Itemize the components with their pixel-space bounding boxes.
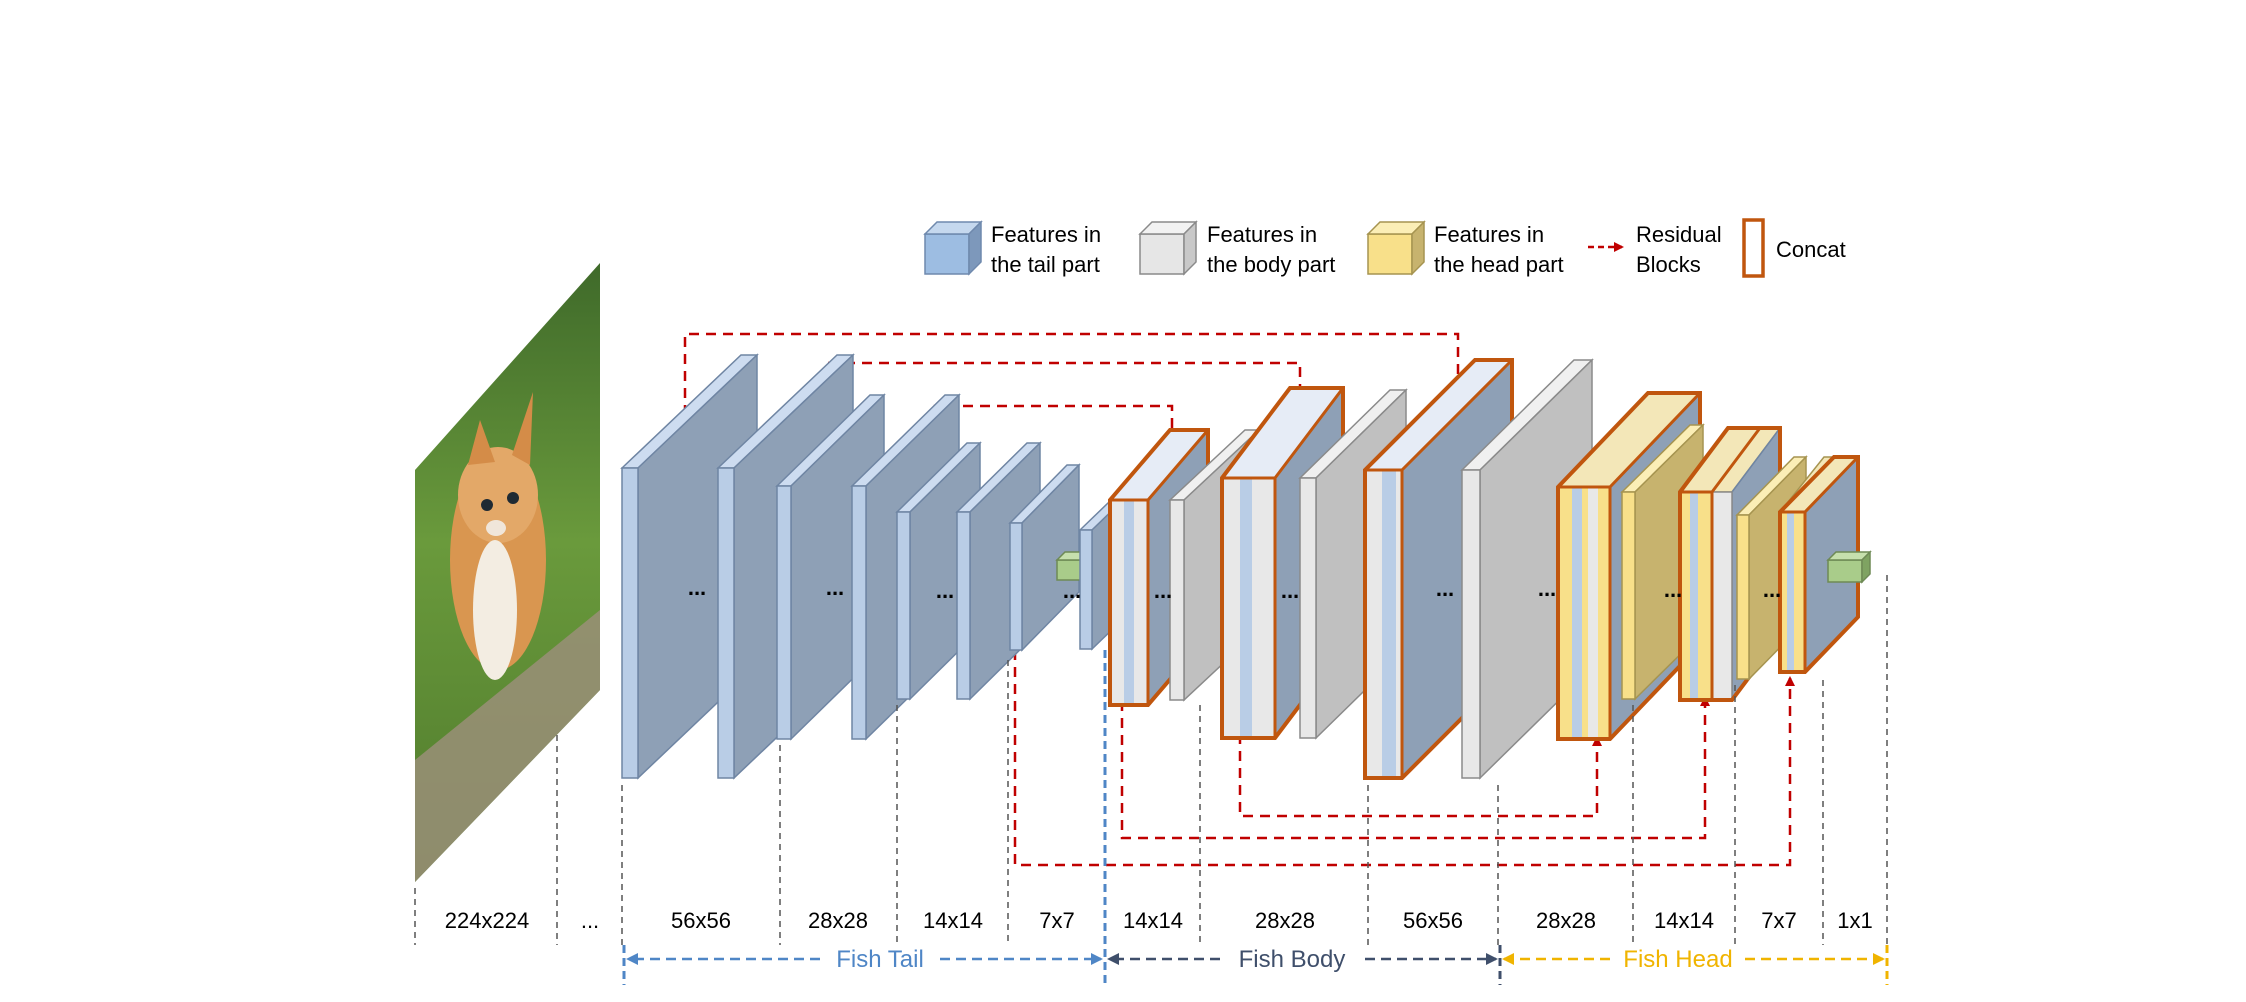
resolution-head-7: 7x7 [1761,908,1796,933]
resolution-tail-28: 28x28 [808,908,868,933]
ellipsis-body-56-b: ... [1538,576,1556,601]
fish-tail-blocks [620,353,1093,780]
section-fish-tail: Fish Tail [836,946,924,973]
legend-tail-cube-icon [923,220,983,276]
legend-body-label-2: the body part [1207,252,1335,277]
ellipsis-head-28: ... [1664,577,1682,602]
fish-body-blocks [1078,358,1594,780]
resolution-head-14: 14x14 [1654,908,1714,933]
resolution-head-28: 28x28 [1536,908,1596,933]
ellipsis-tail-14: ... [936,578,954,603]
head-concat-14 [1678,425,1782,703]
legend-tail-label-1: Features in [991,222,1101,247]
ellipsis-body-28: ... [1281,578,1299,603]
section-fish-head: Fish Head [1623,946,1732,973]
resolution-tail-14: 14x14 [923,908,983,933]
legend-head-label-2: the head part [1434,252,1564,277]
resolution-tail-7: 7x7 [1039,908,1074,933]
resolution-tail-56: 56x56 [671,908,731,933]
resolution-labels: 224x224 ... 56x56 28x28 14x14 7x7 14x14 … [445,908,1873,933]
resolution-dividers [414,575,1888,945]
legend-concat-label: Concat [1776,237,1846,262]
block-ellipses: ... ... ... ... ... ... ... ... ... ... [688,575,1781,603]
ellipsis-head-14: ... [1763,577,1781,602]
legend-body-cube-icon [1138,220,1198,276]
legend-residual-label-2: Blocks [1636,252,1701,277]
ellipsis-tail-56: ... [688,575,706,600]
legend-residual-label-1: Residual [1636,222,1722,247]
head-green-vector [1826,550,1872,584]
input-image [415,263,600,882]
fish-head-blocks [1556,391,1872,741]
legend-head-label-1: Features in [1434,222,1544,247]
resolution-body-14: 14x14 [1123,908,1183,933]
resolution-body-56: 56x56 [1403,908,1463,933]
legend-tail-label-2: the tail part [991,252,1100,277]
section-fish-body: Fish Body [1239,946,1346,973]
legend-body-label-1: Features in [1207,222,1317,247]
tail-block-7 [1008,463,1081,652]
resolution-body-28: 28x28 [1255,908,1315,933]
head-concat-7 [1778,455,1860,674]
legend-head-cube-icon [1366,220,1426,276]
ellipsis-tail-28: ... [826,575,844,600]
resolution-dots: ... [581,908,599,933]
resolution-224: 224x224 [445,908,529,933]
ellipsis-body-14: ... [1154,578,1172,603]
legend: Features in the tail part Features in th… [923,218,1846,278]
ellipsis-tail-7: ... [1063,578,1081,603]
legend-concat-icon [1742,218,1765,278]
resolution-head-1: 1x1 [1837,908,1872,933]
ellipsis-body-56: ... [1436,576,1454,601]
